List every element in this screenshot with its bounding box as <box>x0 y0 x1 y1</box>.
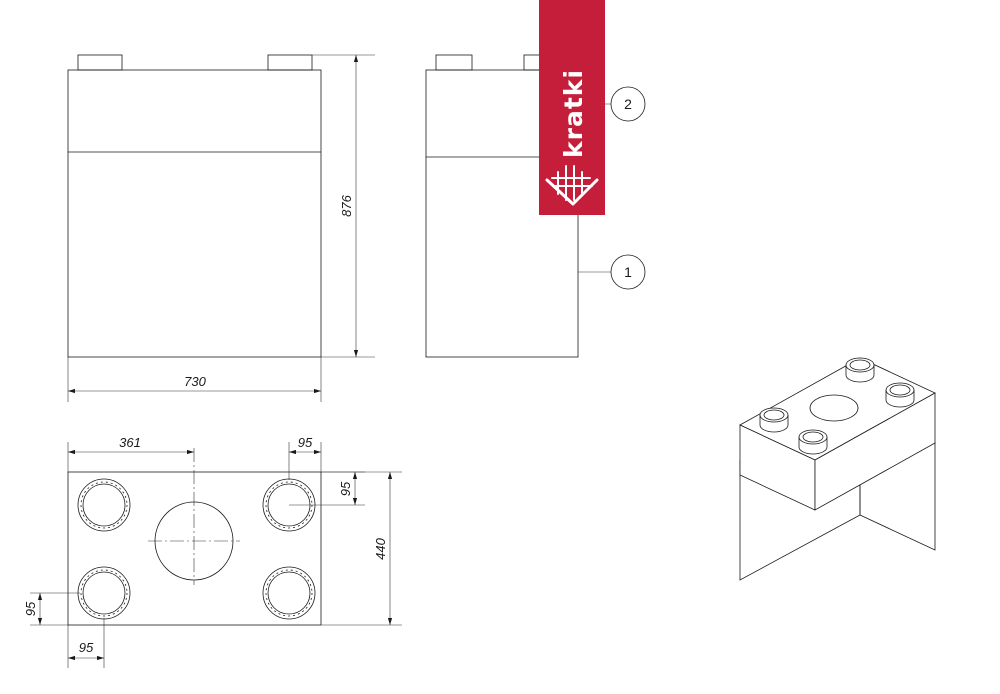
width-dimension-label: 730 <box>184 374 206 389</box>
iso-spigot-right <box>885 382 915 408</box>
callout-2-label: 2 <box>624 96 632 112</box>
depth-dimension-label: 440 <box>373 537 388 559</box>
bottom-edge-offset-dimension-label: 95 <box>23 601 38 616</box>
front-view-left-spigot <box>77 54 123 71</box>
front-view-body <box>67 69 322 358</box>
iso-center-hole <box>809 394 859 422</box>
side-view: 2 1 <box>425 54 646 358</box>
iso-spigot-left <box>759 407 789 433</box>
front-view: 876 730 <box>67 54 375 402</box>
right-spigot-offset-dimension-label: 95 <box>298 435 313 450</box>
hole-offset-dimension-label: 361 <box>119 435 141 450</box>
callout-1-label: 1 <box>624 264 632 280</box>
top-edge-offset-dimension-label: 95 <box>338 481 353 496</box>
kratki-logo: kratki <box>539 0 605 215</box>
side-view-left-spigot <box>435 54 473 71</box>
callout-1-circle <box>610 254 646 290</box>
top-view-spigot-top-left <box>77 478 131 532</box>
logo-text: kratki <box>559 69 588 158</box>
logo-grate-icon <box>545 165 599 206</box>
isometric-view <box>739 357 936 581</box>
top-view: 361 95 95 440 95 95 <box>23 435 402 668</box>
callout-2-circle <box>610 86 646 122</box>
front-view-right-spigot <box>267 54 313 71</box>
iso-right-leg <box>859 442 936 551</box>
top-view-body <box>67 471 322 626</box>
iso-spigot-back <box>845 357 875 383</box>
iso-side-face <box>814 392 936 511</box>
height-dimension-label: 876 <box>339 194 354 216</box>
logo-background <box>539 0 605 215</box>
top-view-spigot-bottom-right <box>262 566 316 620</box>
iso-spigot-front <box>798 429 828 455</box>
left-spigot-offset-dimension-label: 95 <box>79 640 94 655</box>
top-view-spigot-bottom-left <box>77 566 131 620</box>
